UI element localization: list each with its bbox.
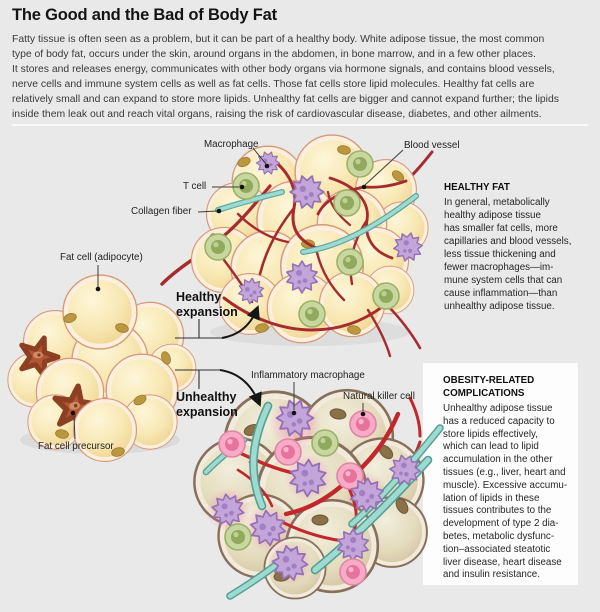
unhealthy-expansion-arrow — [219, 369, 262, 407]
collagen-fibers — [215, 189, 419, 255]
fat-cell-precursor-label: Fat cell precursor — [38, 441, 114, 452]
t-cell-icon — [232, 172, 260, 200]
healthy-expansion-label: Healthy expansion — [176, 290, 238, 319]
intro-paragraph: Fatty tissue is often seen as a problem,… — [12, 34, 559, 120]
page-title: The Good and the Bad of Body Fat — [12, 6, 277, 24]
healthy-fat-body: In general, metabolically healthy adipos… — [444, 197, 572, 312]
label-pointer-lines — [73, 147, 404, 440]
obesity-body: Unhealthy adipose tissue has a reduced c… — [443, 403, 568, 581]
unhealthy-tissue-illustration — [195, 391, 444, 600]
expansion-arrows — [219, 305, 262, 407]
collagen-fiber-label: Collagen fiber — [131, 206, 192, 217]
macrophage-label: Macrophage — [204, 139, 259, 150]
blood-vessels — [212, 154, 422, 358]
inflammatory-macrophage-label: Inflammatory macrophage — [251, 370, 365, 381]
natural-killer-cell-label: Natural killer cell — [343, 391, 415, 402]
fat-cell-cluster-illustration — [6, 276, 197, 463]
t-cell-label: T cell — [183, 181, 207, 192]
healthy-tissue-illustration — [160, 136, 434, 358]
label-pointer-dots — [70, 163, 367, 417]
expansion-connector-lines — [175, 319, 222, 389]
divider-rule — [12, 124, 588, 126]
fat-cell-label: Fat cell (adipocyte) — [60, 252, 143, 263]
obesity-panel — [423, 363, 578, 585]
obesity-heading: OBESITY-RELATED COMPLICATIONS — [443, 375, 535, 399]
healthy-fat-heading: HEALTHY FAT — [444, 182, 510, 193]
unhealthy-expansion-label: Unhealthy expansion — [176, 390, 238, 419]
healthy-expansion-arrow — [221, 305, 260, 339]
blood-vessel-label: Blood vessel — [404, 140, 460, 151]
